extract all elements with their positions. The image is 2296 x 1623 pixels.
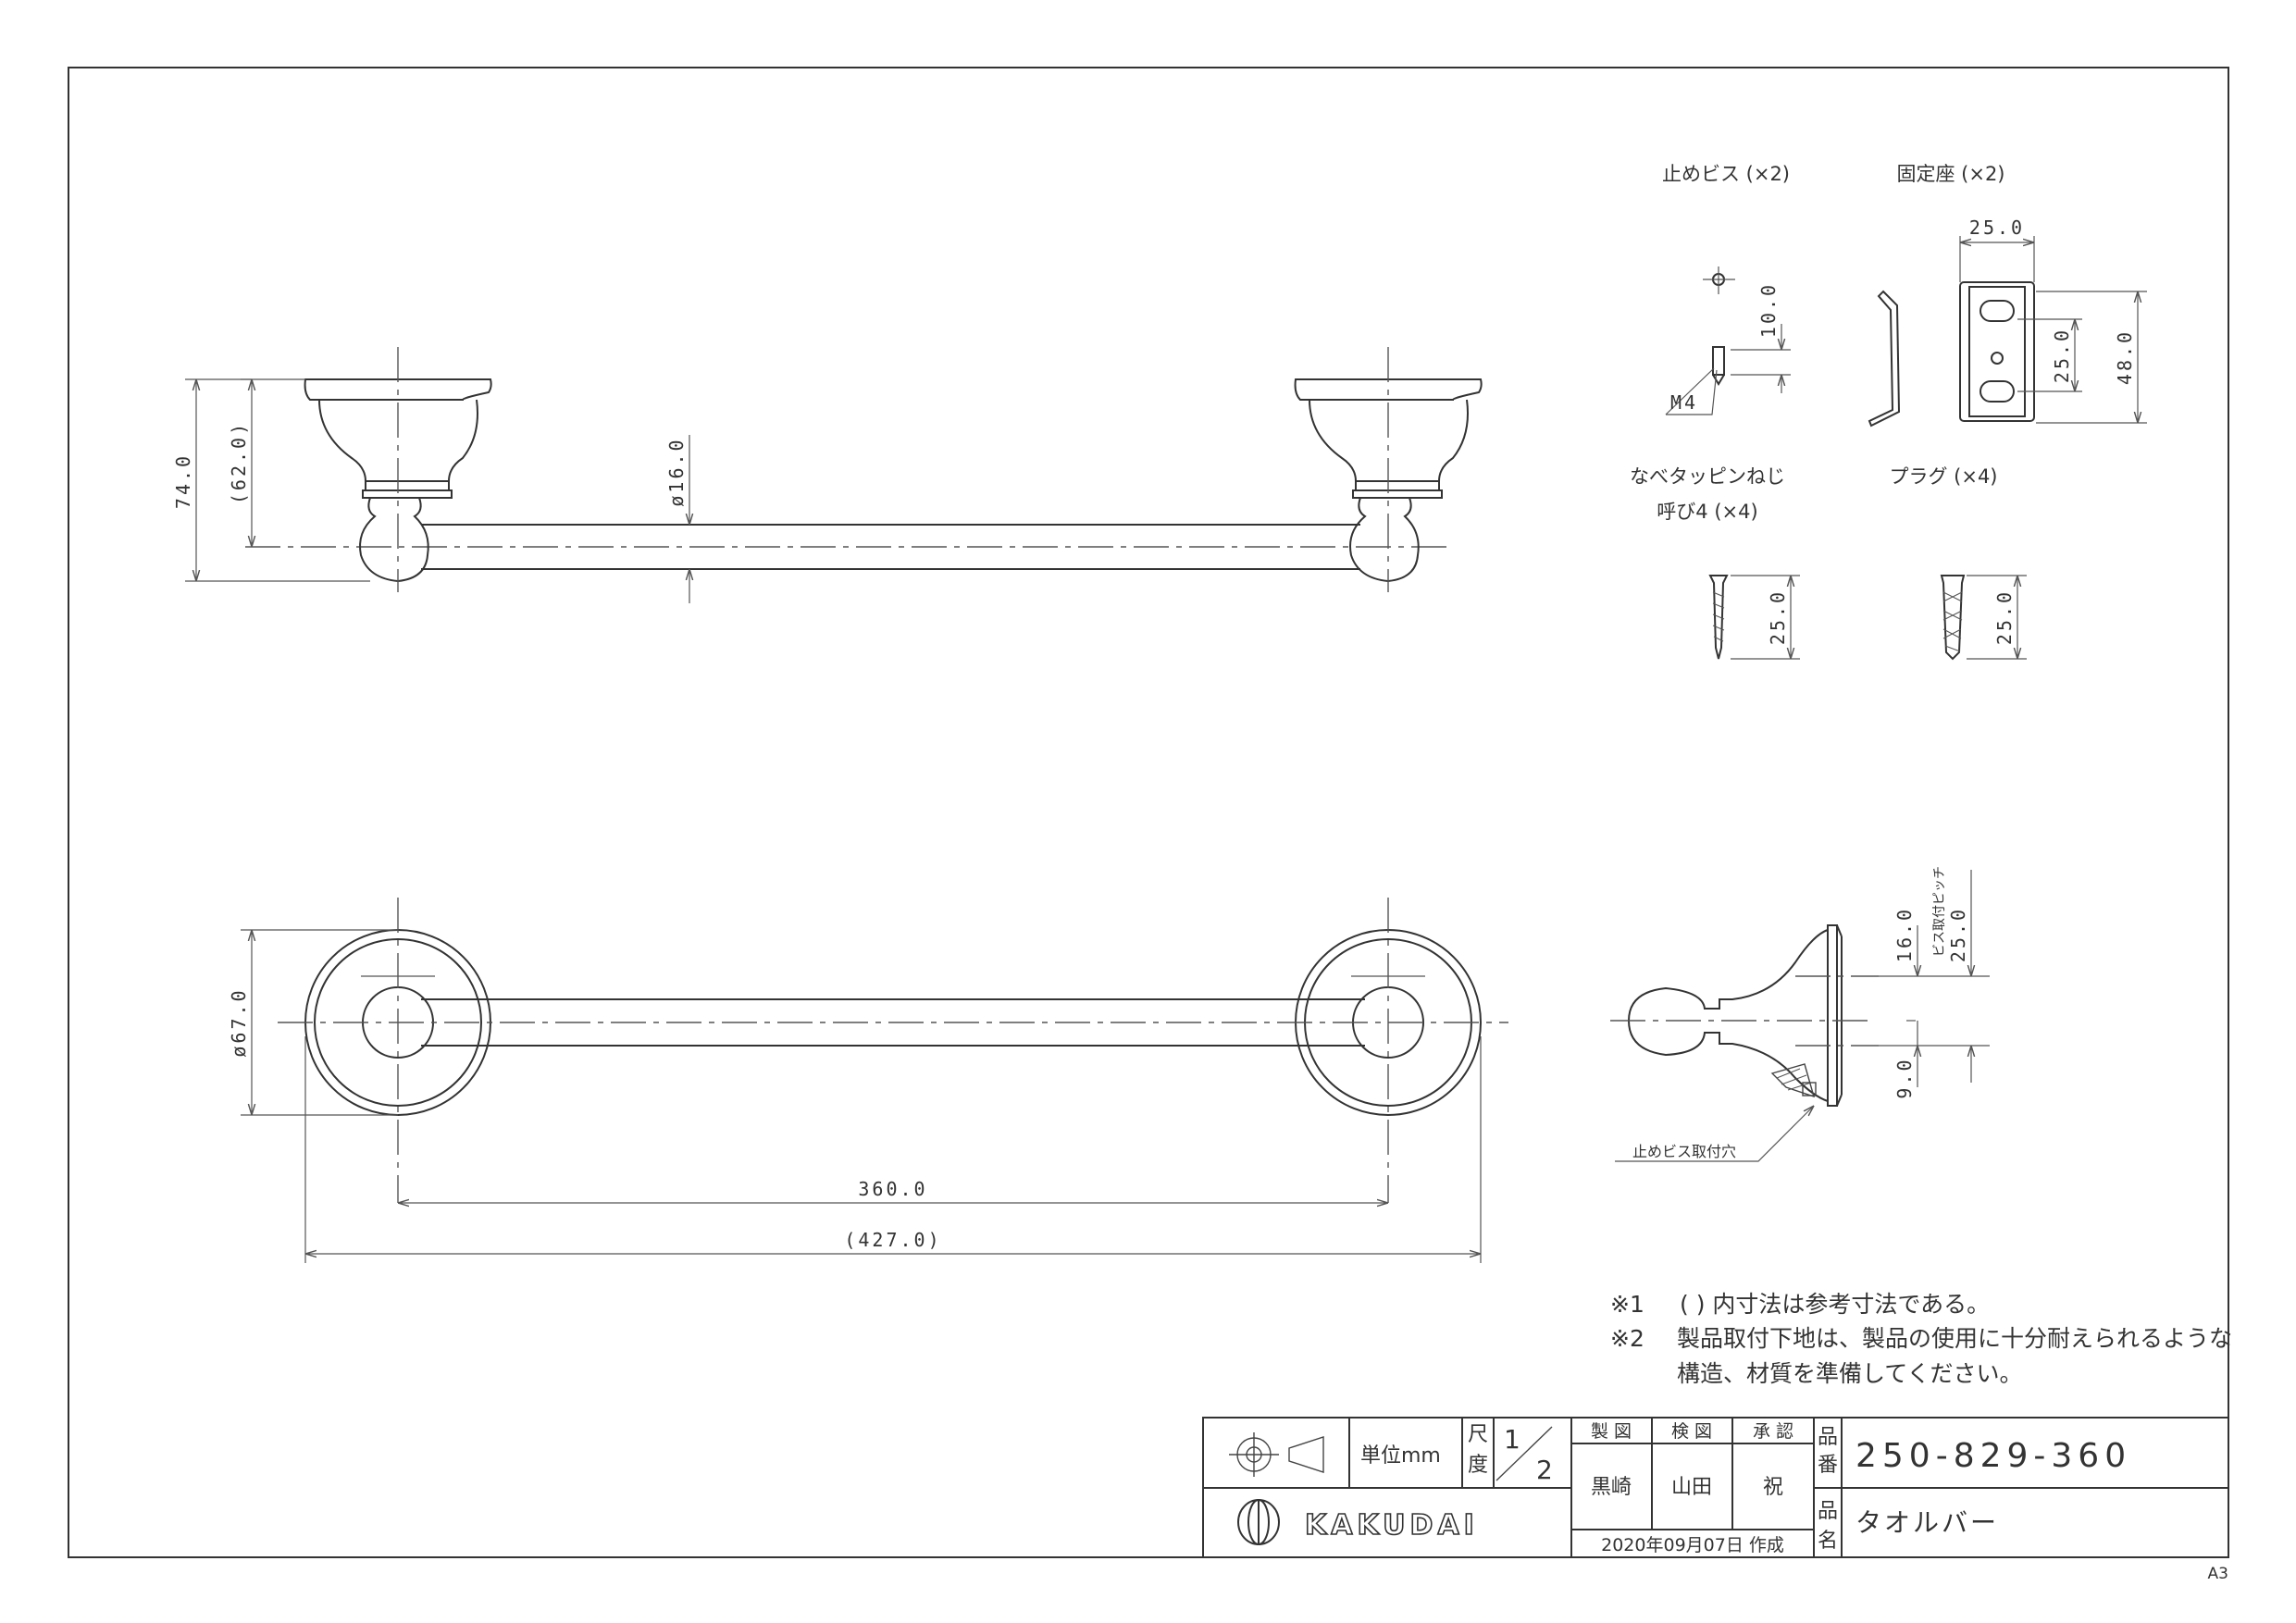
label-plug: プラグ (×4) bbox=[1889, 465, 1997, 488]
tb-unit: 単位mm bbox=[1360, 1444, 1441, 1468]
dim-plug-len: 25.0 bbox=[1993, 589, 2016, 645]
part-seat bbox=[1868, 236, 2147, 427]
tb-part-no-label-1: 品 bbox=[1818, 1426, 1838, 1449]
dim-seat-width: 25.0 bbox=[1969, 217, 2025, 239]
side-view bbox=[1610, 870, 1990, 1162]
tb-part-no-label-2: 番 bbox=[1818, 1454, 1838, 1477]
tb-scale-label-1: 尺 bbox=[1468, 1423, 1488, 1446]
label-screw-hole: 止めビス取付穴 bbox=[1632, 1143, 1736, 1160]
dim-side-pitch-label: ビス取付ピッチ bbox=[1932, 866, 1947, 957]
sheet-size: A3 bbox=[2208, 1565, 2228, 1583]
tb-checked-by: 山田 bbox=[1671, 1476, 1712, 1499]
tb-part-name: タオルバー bbox=[1855, 1507, 1999, 1538]
front-view bbox=[185, 347, 1483, 603]
tb-approved-label: 承 認 bbox=[1753, 1421, 1793, 1442]
dim-seat-height: 48.0 bbox=[2114, 329, 2136, 385]
dim-bar-dia: ø16.0 bbox=[665, 437, 688, 506]
tb-drawn-by: 黒崎 bbox=[1591, 1476, 1632, 1499]
top-view bbox=[241, 898, 1508, 1263]
note-2-text-1: 製品取付下地は、製品の使用に十分耐えられるような bbox=[1677, 1325, 2232, 1352]
dim-side-pitch: 25.0 bbox=[1947, 907, 1969, 962]
dim-overall-length: (427.0) bbox=[844, 1229, 941, 1251]
dim-screw-thread: M4 bbox=[1670, 391, 1698, 414]
dim-side-lower: 9.0 bbox=[1893, 1057, 1916, 1098]
tb-scale-den: 2 bbox=[1536, 1455, 1553, 1485]
label-seat: 固定座 (×2) bbox=[1896, 163, 2004, 185]
tb-scale-num: 1 bbox=[1504, 1424, 1520, 1455]
tb-approved-by: 祝 bbox=[1763, 1476, 1783, 1499]
dim-overall-height: 74.0 bbox=[172, 453, 194, 509]
brand-logo: KAKUDAI bbox=[1305, 1509, 1479, 1542]
dim-seat-hole-pitch: 25.0 bbox=[2051, 328, 2073, 383]
part-tapping-screw bbox=[1708, 575, 1800, 660]
sheet-border bbox=[68, 67, 2229, 1558]
dim-base-dia: ø67.0 bbox=[228, 987, 250, 1057]
tb-part-name-label-1: 品 bbox=[1818, 1500, 1838, 1523]
note-2-mark: ※2 bbox=[1610, 1325, 1644, 1352]
tb-checked-label: 検 図 bbox=[1671, 1421, 1712, 1442]
tb-drawn-label: 製 図 bbox=[1591, 1421, 1632, 1442]
tb-part-no: 250-829-360 bbox=[1855, 1437, 2131, 1475]
note-1-text: ( ) 内寸法は参考寸法である。 bbox=[1680, 1291, 1990, 1318]
note-1-mark: ※1 bbox=[1610, 1291, 1644, 1318]
tb-part-name-label-2: 名 bbox=[1818, 1530, 1838, 1553]
dim-screw-len: 10.0 bbox=[1757, 282, 1780, 338]
title-block bbox=[1202, 1417, 2229, 1558]
dim-pitch: 360.0 bbox=[858, 1178, 927, 1200]
dim-side-upper: 16.0 bbox=[1893, 907, 1916, 962]
dim-tapping-len: 25.0 bbox=[1767, 589, 1789, 645]
note-2-text-2: 構造、材質を準備してください。 bbox=[1677, 1360, 2023, 1387]
tb-scale-label-2: 度 bbox=[1468, 1454, 1488, 1477]
label-tapping-1: なべタッピンねじ bbox=[1630, 465, 1785, 488]
label-screw: 止めビス (×2) bbox=[1662, 163, 1790, 185]
part-plug bbox=[1940, 575, 2027, 661]
tb-date: 2020年09月07日 作成 bbox=[1601, 1535, 1784, 1555]
label-tapping-2: 呼び4 (×4) bbox=[1657, 501, 1757, 523]
dim-height-ref: (62.0) bbox=[228, 421, 250, 504]
part-screw bbox=[1665, 266, 1791, 415]
